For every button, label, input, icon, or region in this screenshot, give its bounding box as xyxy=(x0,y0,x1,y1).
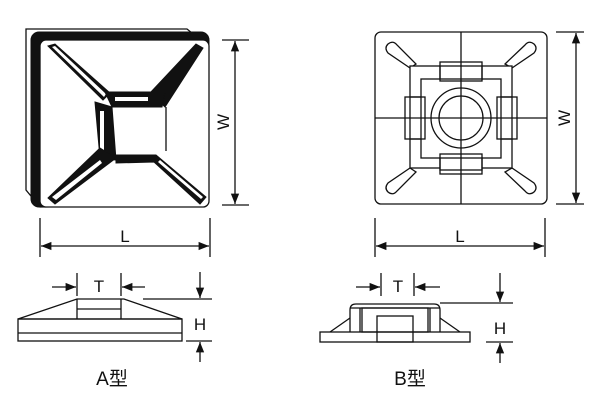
type-b-side-view xyxy=(319,303,471,343)
type-b-length-dimension: L xyxy=(374,218,546,257)
type-a-top-view xyxy=(25,28,210,208)
width-label: W xyxy=(214,114,233,130)
type-a-width-dimension: W xyxy=(214,39,249,206)
type-b-width-dimension: W xyxy=(555,31,584,205)
height-label: H xyxy=(494,319,506,338)
type-b-height-dimension: H xyxy=(440,273,513,363)
thickness-label: T xyxy=(94,277,104,296)
thickness-label: T xyxy=(393,277,403,296)
width-label: W xyxy=(555,110,574,126)
length-label: L xyxy=(120,227,129,246)
type-a-height-dimension: H xyxy=(143,272,212,362)
type-a-side-view xyxy=(17,298,183,342)
type-a-length-dimension: L xyxy=(39,218,211,257)
type-a-label: A型 xyxy=(96,368,128,390)
type-b-label: B型 xyxy=(394,368,426,390)
type-a-thickness-dimension: T xyxy=(52,273,145,296)
type-b-thickness-dimension: T xyxy=(356,273,440,296)
type-b-top-view xyxy=(374,31,548,205)
height-label: H xyxy=(194,315,206,334)
length-label: L xyxy=(455,227,464,246)
